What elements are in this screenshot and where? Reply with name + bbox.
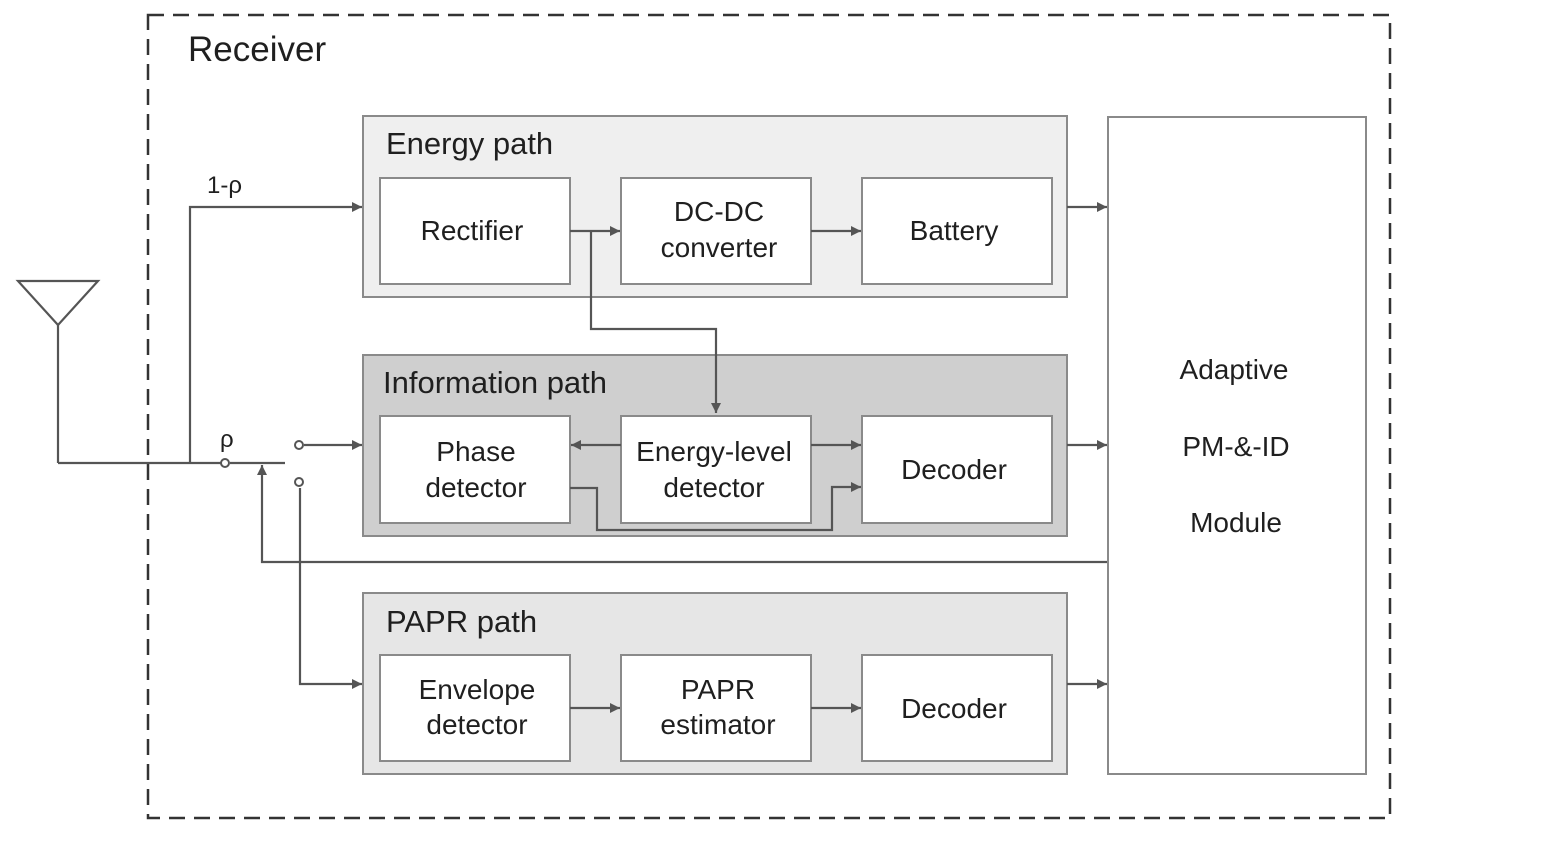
- papr-estimator-line1: PAPR: [681, 674, 755, 705]
- receiver-boundary: [146, 13, 1392, 820]
- info-split-label: ρ: [220, 426, 234, 453]
- papr-path-title: PAPR path: [386, 604, 537, 639]
- splitter-wiring: [58, 202, 362, 689]
- phase-detector-line2: detector: [425, 472, 526, 503]
- energy-level-line2: detector: [663, 472, 764, 503]
- signal-arrows: [570, 202, 1107, 713]
- rectifier-label: Rectifier: [421, 215, 524, 246]
- dcdc-label-line2: converter: [661, 232, 778, 263]
- info-decoder-block: [861, 415, 1053, 524]
- energy-path-title: Energy path: [386, 126, 553, 161]
- papr-estimator-block: [620, 654, 812, 762]
- adaptive-module-block: [1107, 116, 1367, 775]
- battery-block: [861, 177, 1053, 285]
- switch-pole: [220, 458, 230, 468]
- control-line: [257, 465, 1108, 564]
- papr-estimator-line2: estimator: [660, 709, 775, 740]
- switch-contact-papr: [294, 477, 304, 487]
- receiver-title: Receiver: [188, 30, 326, 69]
- information-path-title: Information path: [383, 365, 607, 400]
- phase-detector-block: [379, 415, 571, 524]
- module-line3: Module: [1190, 507, 1282, 538]
- energy-level-line1: Energy-level: [636, 436, 792, 467]
- battery-label: Battery: [910, 215, 999, 246]
- envelope-line2: detector: [426, 709, 527, 740]
- envelope-detector-block: [379, 654, 571, 762]
- module-line1: Adaptive: [1180, 354, 1289, 385]
- envelope-line1: Envelope: [419, 674, 536, 705]
- energy-level-detector-block: [620, 415, 812, 524]
- dcdc-converter-block: [620, 177, 812, 285]
- papr-decoder-block: [861, 654, 1053, 762]
- switch-contact-information: [294, 440, 304, 450]
- papr-decoder-label: Decoder: [901, 693, 1007, 724]
- phase-detector-line1: Phase: [436, 436, 515, 467]
- dcdc-label-line1: DC-DC: [674, 196, 764, 227]
- module-line2: PM-&-ID: [1182, 431, 1289, 462]
- antenna-icon: [15, 279, 101, 463]
- energy-split-label: 1-ρ: [207, 172, 242, 199]
- info-decoder-label: Decoder: [901, 454, 1007, 485]
